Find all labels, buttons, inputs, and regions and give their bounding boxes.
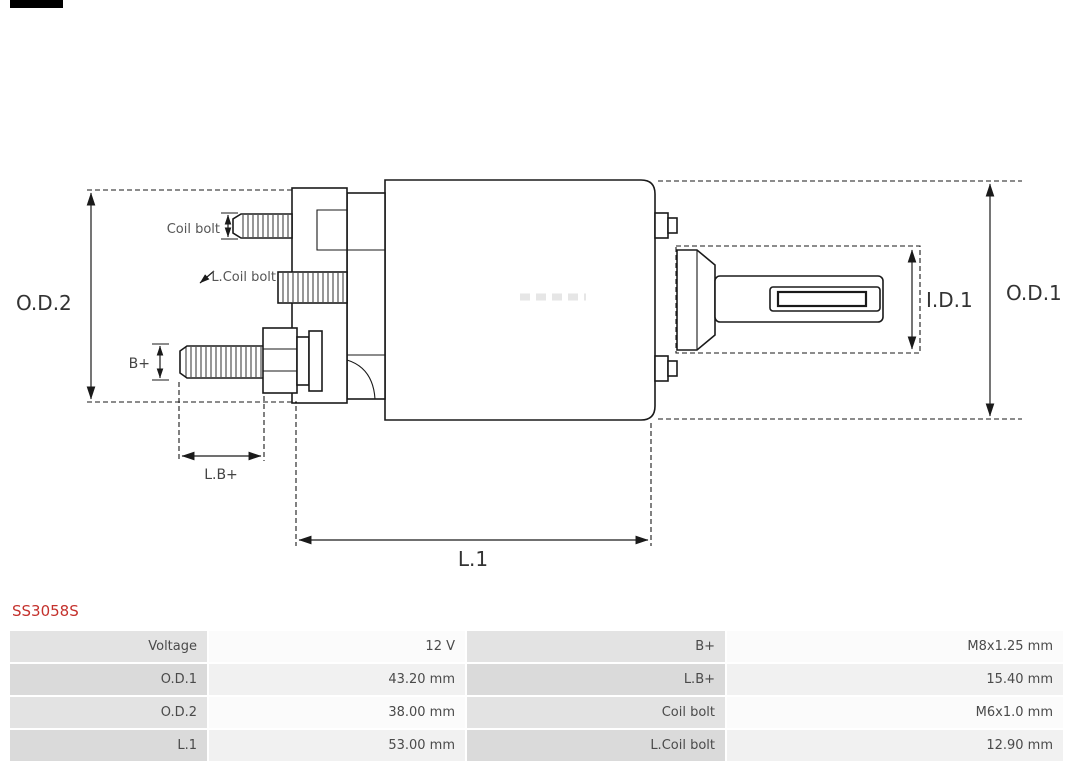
- b-plus-terminal: [179, 327, 323, 394]
- spec-value: M6x1.0 mm: [727, 697, 1063, 728]
- label-l-coil-bolt: L.Coil bolt: [211, 270, 276, 285]
- spec-row: L.1 53.00 mm L.Coil bolt 12.90 mm: [10, 730, 1063, 761]
- terminal-tab-top: [654, 212, 678, 239]
- label-coil-bolt: Coil bolt: [167, 222, 220, 237]
- spec-label: L.1: [10, 730, 207, 761]
- spec-table: Voltage 12 V B+ M8x1.25 mm O.D.1 43.20 m…: [8, 629, 1065, 763]
- coil-bolt-stud: [232, 213, 293, 239]
- spec-label: O.D.1: [10, 664, 207, 695]
- spec-label: L.Coil bolt: [467, 730, 725, 761]
- spec-value: 12.90 mm: [727, 730, 1063, 761]
- spec-label: Coil bolt: [467, 697, 725, 728]
- label-l1: L.1: [458, 547, 488, 571]
- solenoid-body: [384, 179, 656, 421]
- label-od1: O.D.1: [1006, 281, 1062, 305]
- dimension-b-plus: B+: [129, 343, 169, 381]
- dimension-od2: O.D.2: [16, 189, 297, 403]
- label-b-plus: B+: [129, 356, 150, 372]
- spec-value: 38.00 mm: [209, 697, 465, 728]
- spec-label: Voltage: [10, 631, 207, 662]
- spec-row: O.D.2 38.00 mm Coil bolt M6x1.0 mm: [10, 697, 1063, 728]
- dimension-l1: L.1: [295, 406, 652, 571]
- terminal-tab-bottom: [654, 355, 678, 382]
- dimension-id1: I.D.1: [675, 245, 973, 354]
- solenoid-technical-drawing: O.D.2 O.D.1 I.D.1 Coil bolt L.Coil bolt: [16, 179, 1062, 571]
- coil-bolt-thread-block: [277, 271, 348, 304]
- spec-label: L.B+: [467, 664, 725, 695]
- diagram-area: O.D.2 O.D.1 I.D.1 Coil bolt L.Coil bolt: [10, 0, 1062, 571]
- plunger-shaft: [676, 249, 884, 351]
- spec-label: B+: [467, 631, 725, 662]
- part-number: SS3058S: [12, 602, 79, 620]
- dimension-lb-plus: L.B+: [178, 382, 265, 483]
- brand-logo-bar: [10, 0, 63, 8]
- dimension-coil-bolt: Coil bolt: [167, 212, 238, 240]
- label-l-coil-bolt-group: L.Coil bolt: [199, 270, 276, 285]
- label-lb-plus: L.B+: [204, 467, 238, 483]
- spec-row: O.D.1 43.20 mm L.B+ 15.40 mm: [10, 664, 1063, 695]
- spec-label: O.D.2: [10, 697, 207, 728]
- label-od2: O.D.2: [16, 291, 72, 315]
- spec-value: 12 V: [209, 631, 465, 662]
- spec-value: M8x1.25 mm: [727, 631, 1063, 662]
- dimension-od1: O.D.1: [658, 180, 1062, 420]
- label-id1: I.D.1: [926, 288, 973, 312]
- spec-row: Voltage 12 V B+ M8x1.25 mm: [10, 631, 1063, 662]
- spec-value: 43.20 mm: [209, 664, 465, 695]
- spec-value: 15.40 mm: [727, 664, 1063, 695]
- spec-value: 53.00 mm: [209, 730, 465, 761]
